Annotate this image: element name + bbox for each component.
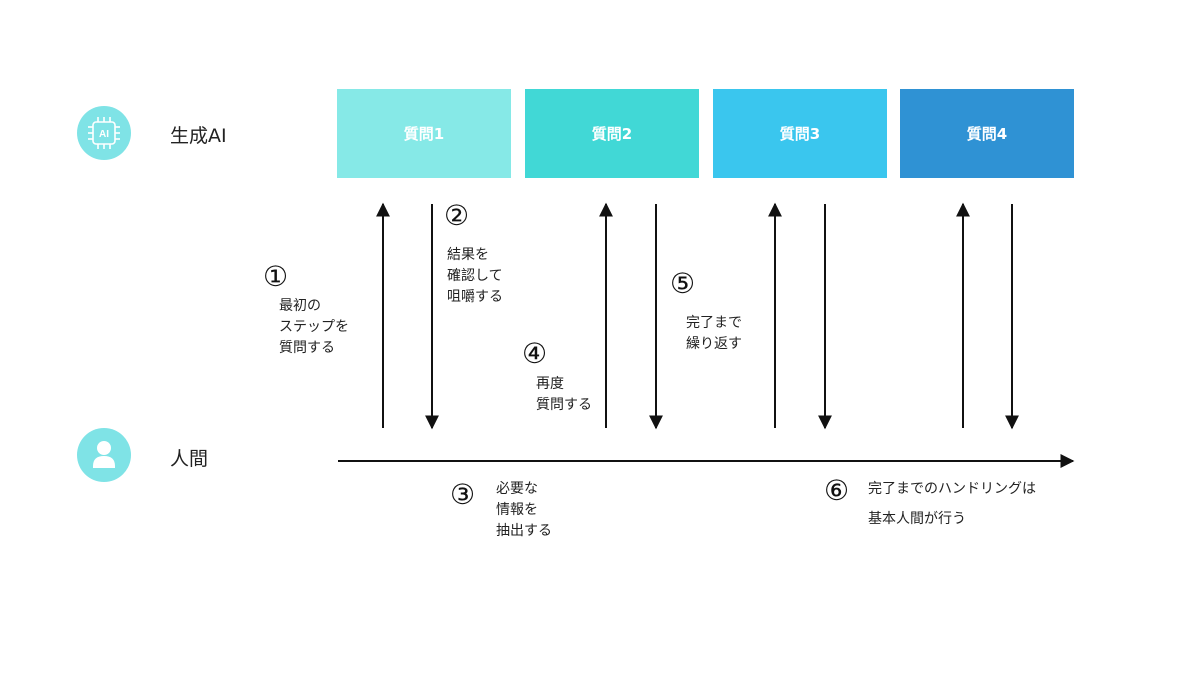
step-text-6: 完了までのハンドリングは 基本人間が行う xyxy=(868,481,1036,527)
step-text-1: 最初の ステップを 質問する xyxy=(279,298,349,356)
question-label: 質問2 xyxy=(591,125,633,143)
question-label: 質問4 xyxy=(966,125,1008,143)
actor-label-ai: 生成AI xyxy=(170,125,227,147)
question-box-4: 質問4 xyxy=(900,89,1074,178)
person-icon xyxy=(77,428,131,482)
step-number-4: ④ xyxy=(522,337,548,370)
step-text-4: 再度 質問する xyxy=(536,376,592,413)
step-text-5: 完了まで 繰り返す xyxy=(686,315,742,352)
step-number-3: ③ xyxy=(450,478,476,511)
ai-chip-badge: AI xyxy=(99,129,109,140)
actor-label-human: 人間 xyxy=(170,448,209,470)
step-text-2: 結果を 確認して 咀嚼する xyxy=(447,247,503,305)
step-number-6: ⑥ xyxy=(824,474,850,507)
step-number-1: ① xyxy=(263,260,289,293)
question-box-3: 質問3 xyxy=(713,89,887,178)
question-box-1: 質問1 xyxy=(337,89,511,178)
question-label: 質問1 xyxy=(403,125,445,143)
step-number-2: ② xyxy=(444,199,470,232)
question-box-2: 質問2 xyxy=(525,89,699,178)
step-number-5: ⑤ xyxy=(670,267,696,300)
question-label: 質問3 xyxy=(779,125,821,143)
ai-chip-icon: AI xyxy=(77,106,131,160)
step-text-3: 必要な 情報を 抽出する xyxy=(496,481,552,539)
